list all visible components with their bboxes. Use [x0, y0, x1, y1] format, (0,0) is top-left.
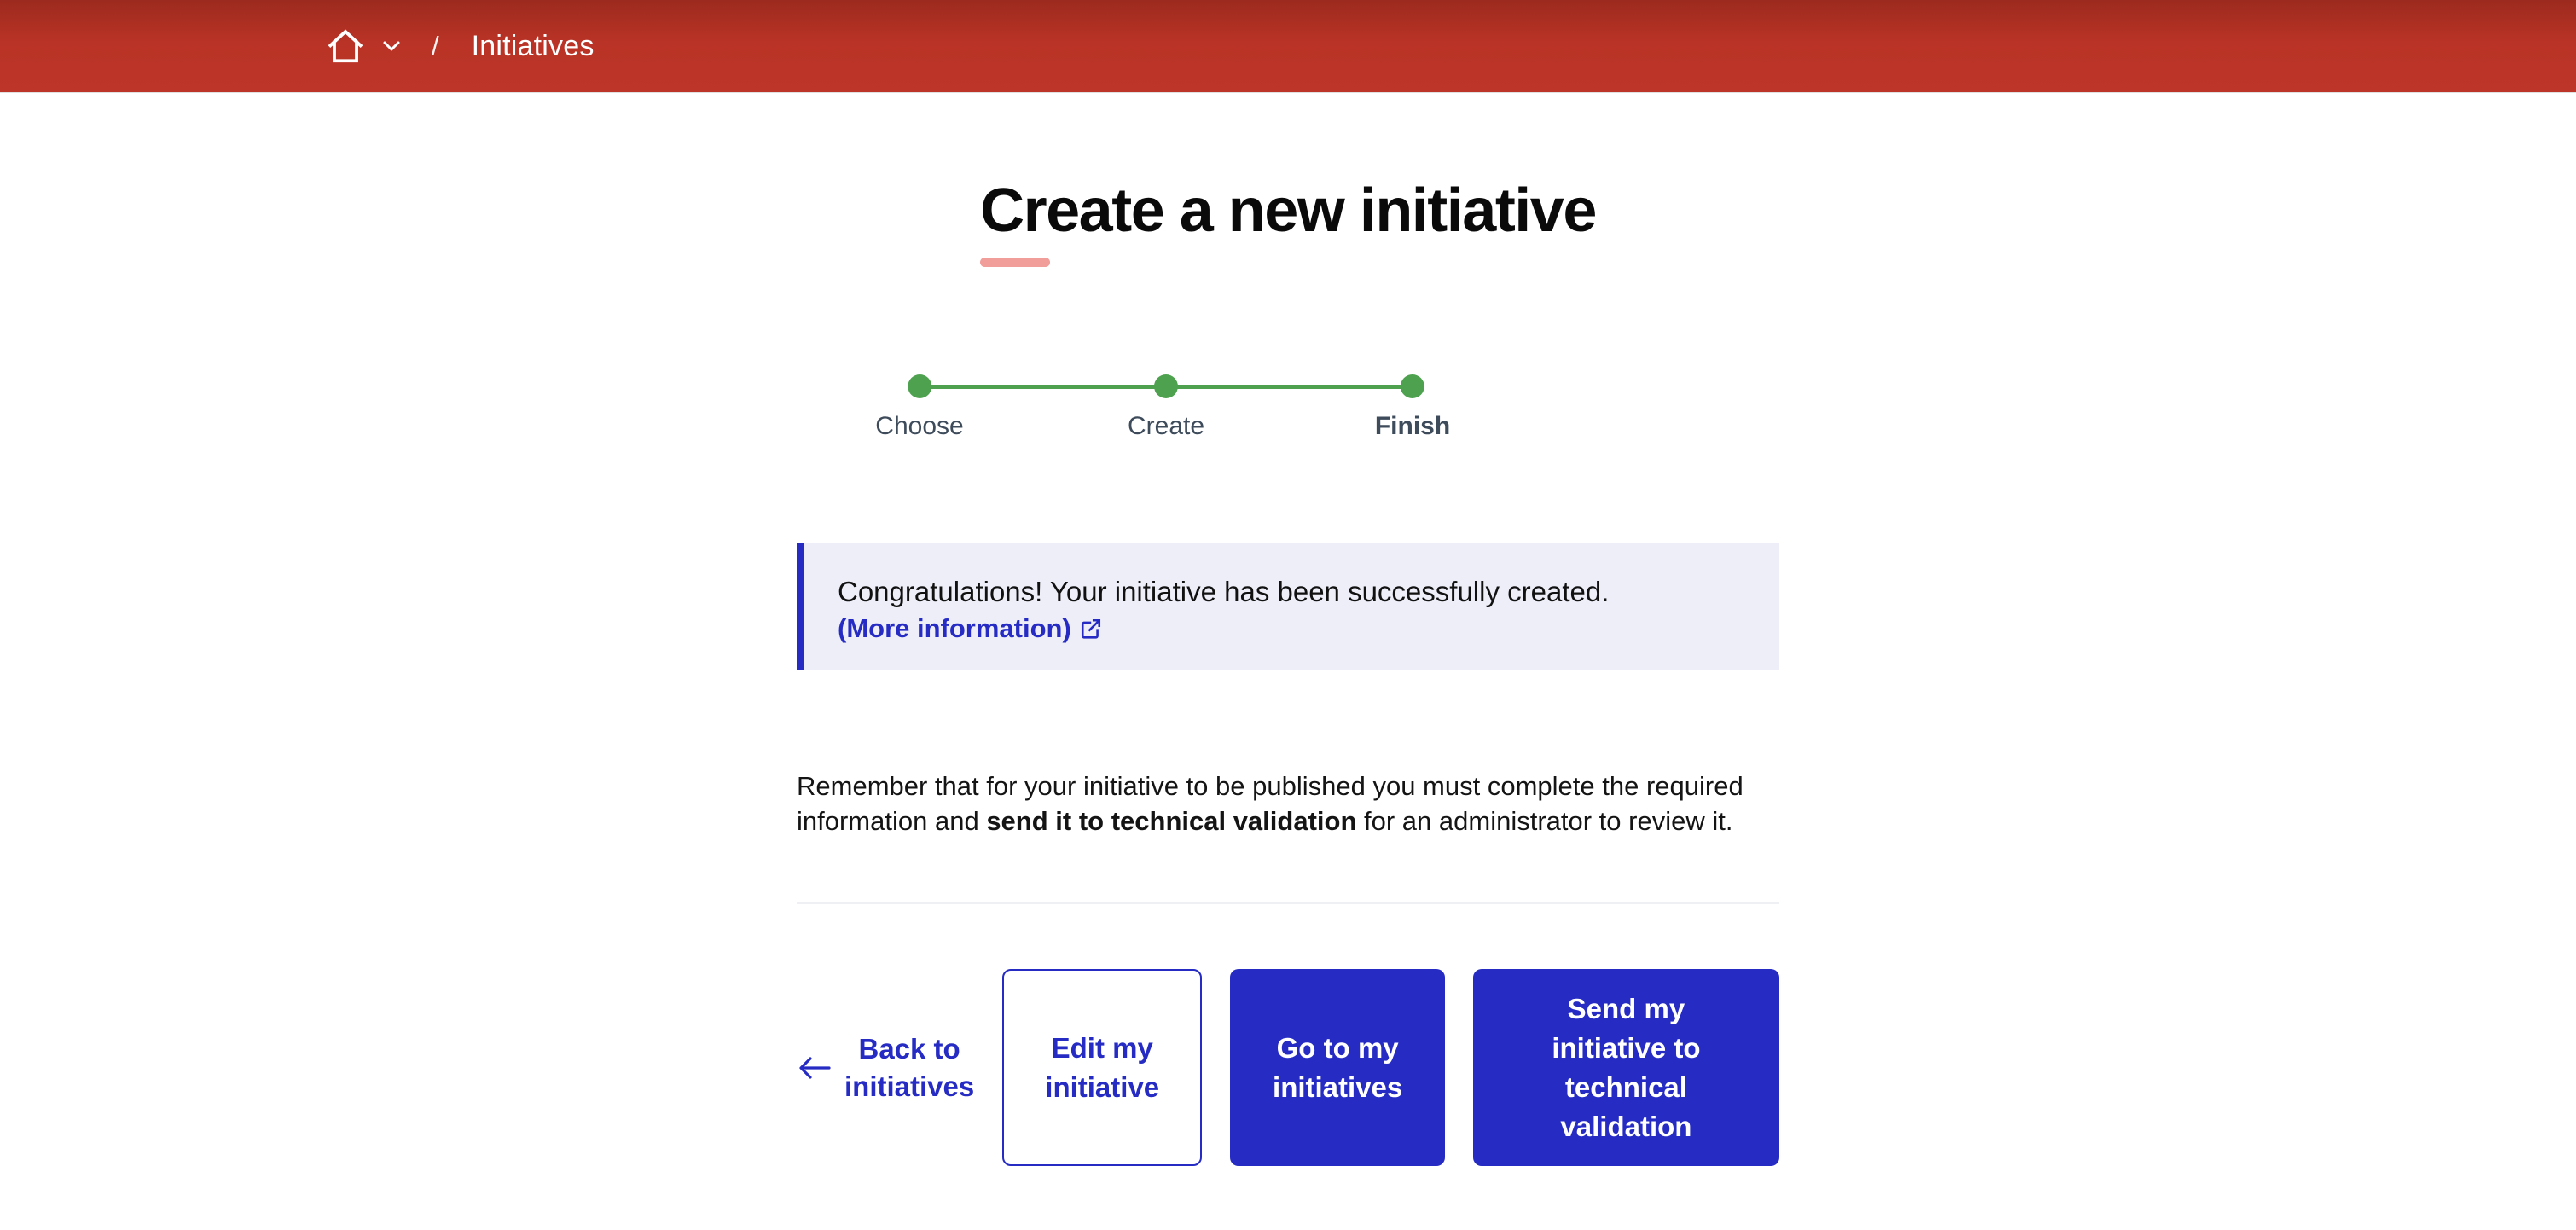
top-navbar: / Initiatives — [0, 0, 2576, 92]
title-underline — [980, 258, 1051, 267]
actions-row: Back to initiatives Edit my initiative G… — [797, 969, 1779, 1166]
breadcrumb-initiatives[interactable]: Initiatives — [471, 29, 595, 62]
button-label: Go to my initiatives — [1273, 1031, 1403, 1103]
home-icon — [326, 26, 365, 66]
back-to-initiatives-link[interactable]: Back to initiatives — [797, 1030, 974, 1105]
more-information-link[interactable]: (More information) — [838, 613, 1071, 643]
edit-my-initiative-button[interactable]: Edit my initiative — [1002, 969, 1203, 1166]
success-message: Congratulations! Your initiative has bee… — [838, 576, 1610, 607]
button-label: Send my initiative to technical validati… — [1552, 992, 1701, 1142]
chevron-down-icon[interactable] — [382, 40, 401, 52]
send-to-technical-validation-button[interactable]: Send my initiative to technical validati… — [1472, 969, 1779, 1166]
success-callout: Congratulations! Your initiative has bee… — [797, 543, 1779, 670]
wizard-stepper: Choose Create Finish — [875, 374, 1450, 448]
main-content: Create a new initiative Choose Create Fi… — [797, 174, 1779, 1166]
reminder-text-part1: Remember that for your initiative to be … — [797, 771, 1743, 836]
step-finish: Finish — [1375, 374, 1450, 441]
section-divider — [797, 902, 1779, 904]
step-dot — [908, 374, 931, 398]
back-link-label: Back to initiatives — [844, 1032, 975, 1102]
reminder-text: Remember that for your initiative to be … — [797, 769, 1779, 838]
reminder-text-bold: send it to technical validation — [986, 806, 1357, 836]
step-dot — [1153, 374, 1178, 398]
home-link[interactable] — [326, 26, 365, 66]
step-create: Create — [1128, 374, 1204, 441]
breadcrumb-separator: / — [432, 31, 439, 61]
step-choose: Choose — [875, 374, 964, 441]
page-title: Create a new initiative — [980, 177, 1597, 245]
external-link-icon[interactable] — [1080, 618, 1102, 640]
step-label: Choose — [875, 412, 964, 440]
back-arrow-icon — [797, 1053, 833, 1082]
step-dot — [1401, 374, 1424, 398]
step-label: Finish — [1374, 412, 1451, 440]
reminder-text-part2: for an administrator to review it. — [1356, 806, 1733, 836]
step-label: Create — [1127, 412, 1205, 440]
button-label: Edit my initiative — [1045, 1031, 1160, 1103]
go-to-my-initiatives-button[interactable]: Go to my initiatives — [1230, 969, 1445, 1166]
